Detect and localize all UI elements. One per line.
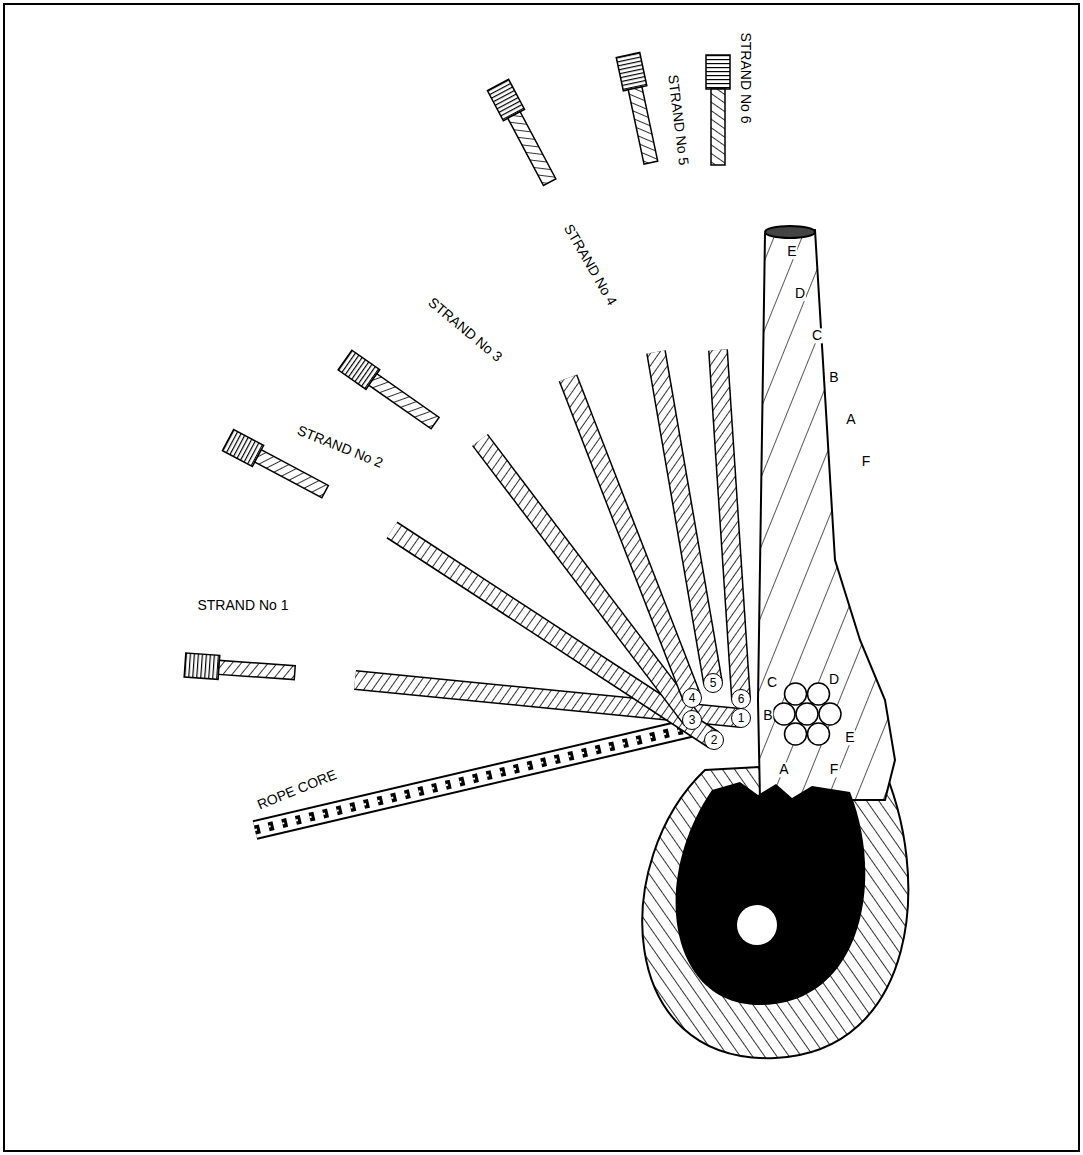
strand-letter: C (811, 328, 823, 343)
strand-end (184, 653, 295, 685)
strand-label: STRAND No 4 (560, 221, 620, 309)
strand-label: STRAND No 2 (294, 422, 386, 471)
strand-letter: E (786, 244, 797, 259)
frame (4, 4, 1079, 1151)
strand-letter: C (766, 675, 778, 690)
strand-end (616, 53, 662, 166)
strand-number: 1 (731, 708, 751, 728)
strand (656, 352, 713, 683)
strand-letter: D (828, 672, 840, 687)
callout-number: 6 (738, 693, 745, 705)
strand-end (706, 55, 730, 165)
strand-end (487, 79, 560, 187)
strands (355, 350, 741, 740)
core-label: ROPE CORE (254, 767, 340, 813)
rope-core (255, 728, 690, 830)
strand-number: 2 (704, 730, 724, 750)
strand-number: 4 (682, 688, 702, 708)
strand-letter: E (844, 730, 855, 745)
callout-number: 1 (738, 712, 745, 724)
rope-end (765, 226, 815, 238)
strand (480, 440, 692, 720)
strand-number: 3 (682, 710, 702, 730)
callout-number: 5 (710, 677, 717, 689)
strand-letter: F (829, 762, 840, 777)
strand-letter: F (861, 454, 872, 469)
callout-number: 3 (689, 714, 696, 726)
strand-sections (773, 683, 841, 745)
rope-body (758, 230, 895, 800)
strand-label: STRAND No 3 (424, 294, 505, 366)
callout-number: 2 (711, 734, 718, 746)
strand-number: 5 (703, 673, 723, 693)
strand-letter: A (845, 412, 856, 427)
strand-letter: D (794, 286, 806, 301)
strand-letter: B (828, 370, 839, 385)
eye-loop (642, 760, 908, 1058)
strand-label: STRAND No 6 (737, 31, 752, 124)
strand-letter: A (778, 762, 789, 777)
strand-label: STRAND No 1 (196, 598, 289, 613)
callout-number: 4 (689, 692, 696, 704)
thimble-hole (737, 905, 777, 945)
strand-letter: B (762, 708, 773, 723)
strand-number: 6 (731, 689, 751, 709)
strand (718, 350, 741, 699)
strand-label: STRAND No 5 (665, 73, 692, 167)
strand-end (338, 350, 442, 433)
thimble (676, 782, 866, 1005)
